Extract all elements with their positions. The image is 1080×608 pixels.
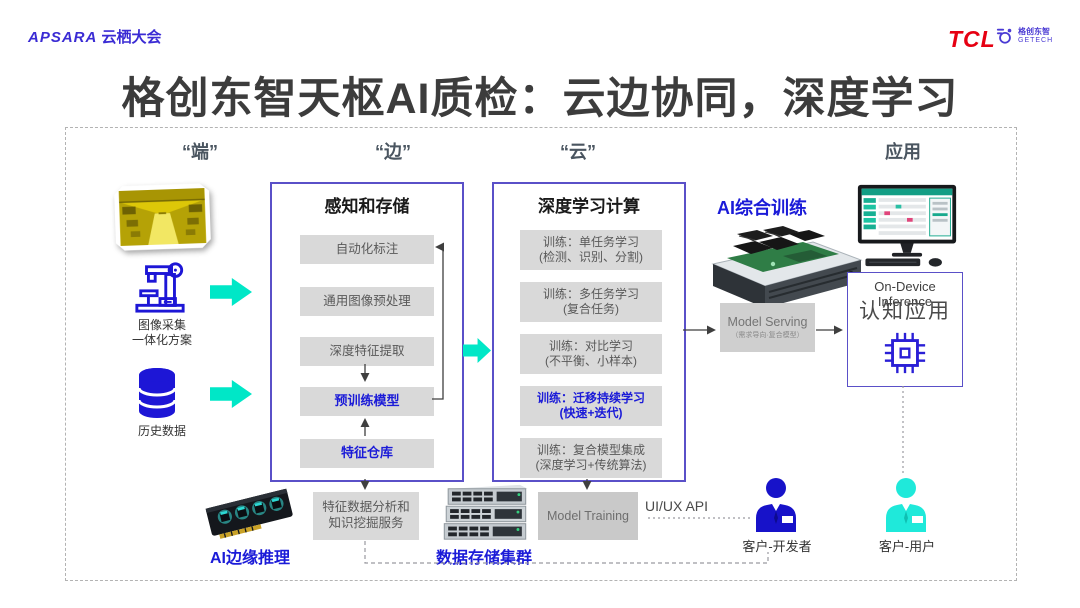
column-header-cloud: “云” [560, 142, 596, 162]
getech-logo: 格创东智 GETECH [996, 27, 1053, 45]
getech-name: 格创东智 [1018, 27, 1050, 37]
perception-storage-panel: 感知和存储 自动化标注 通用图像预处理 深度特征提取 预训练模型 特征仓库 [270, 182, 464, 482]
uiux-api-label: UI/UX API [645, 498, 709, 514]
model-serving-title: Model Serving [727, 315, 808, 329]
getech-sub: GETECH [1018, 36, 1054, 44]
tcl-logo: TCL [948, 26, 996, 52]
user-person-icon [882, 476, 930, 532]
edge-inference-label: AI边缘推理 [209, 550, 290, 567]
column-header-app: 应用 [885, 142, 921, 162]
perception-item: 深度特征提取 [300, 337, 434, 366]
developer-label: 客户-开发者 [742, 539, 812, 554]
factory-photo [114, 182, 211, 251]
perception-panel-title: 感知和存储 [324, 197, 410, 216]
model-training-label: Model Training [547, 509, 629, 523]
on-device-inference-label: On-Device Inference [874, 279, 936, 309]
perception-item: 通用图像预处理 [300, 287, 434, 316]
gpu-card-image [198, 484, 302, 546]
user-label: 客户-用户 [878, 539, 936, 554]
perception-item-feature-store: 特征仓库 [300, 439, 434, 468]
deep-learning-panel: 深度学习计算 训练：单任务学习 (检测、识别、分割) 训练：多任务学习 (复合任… [492, 182, 686, 482]
training-item: 训练：复合模型集成 (深度学习+传统算法) [520, 438, 662, 478]
column-header-edge: “边” [375, 142, 411, 162]
training-item: 训练：多任务学习 (复合任务) [520, 282, 662, 322]
server-image [693, 212, 865, 312]
training-item: 训练：对比学习 (不平衡、小样本) [520, 334, 662, 374]
server-rack-image [436, 481, 534, 545]
model-serving-subtitle: （需求导向·复合模型） [731, 332, 804, 339]
apsara-logo-suffix: 云栖大会 [101, 29, 162, 46]
chip-icon [882, 330, 928, 376]
developer-person-icon [752, 476, 800, 532]
perception-item: 自动化标注 [300, 235, 434, 264]
on-device-inference-panel: On-Device Inference 认知应用 [847, 272, 963, 387]
camera-label: 图像采集 一体化方案 [131, 318, 192, 347]
training-item-transfer-learning: 训练：迁移持续学习 (快速+迭代) [520, 386, 662, 426]
apsara-logo-text: APSARA [28, 29, 98, 46]
history-data-label: 历史数据 [137, 424, 186, 438]
data-storage-cluster-label: 数据存储集群 [435, 550, 532, 567]
column-header-device: “端” [182, 142, 218, 162]
cognitive-app-label: 认知应用 [859, 300, 951, 323]
deep-learning-panel-title: 深度学习计算 [538, 197, 640, 216]
apsara-logo: APSARA 云栖大会 [28, 26, 162, 47]
feature-analysis-box: 特征数据分析和 知识挖掘服务 [313, 492, 419, 540]
getech-logo-icon [996, 27, 1014, 45]
model-serving-box: Model Serving （需求导向·复合模型） [720, 303, 815, 352]
ai-training-label: AI综合训练 [717, 198, 807, 218]
page-title: 格创东智天枢AI质检：云边协同，深度学习 [121, 75, 959, 123]
database-icon [137, 366, 177, 420]
model-training-box: Model Training [538, 492, 638, 540]
training-item: 训练：单任务学习 (检测、识别、分割) [520, 230, 662, 270]
perception-item-pretrained-model: 预训练模型 [300, 387, 434, 416]
robot-arm-icon [133, 258, 187, 316]
diagram-frame [65, 127, 1017, 581]
monitor-image [850, 183, 964, 268]
